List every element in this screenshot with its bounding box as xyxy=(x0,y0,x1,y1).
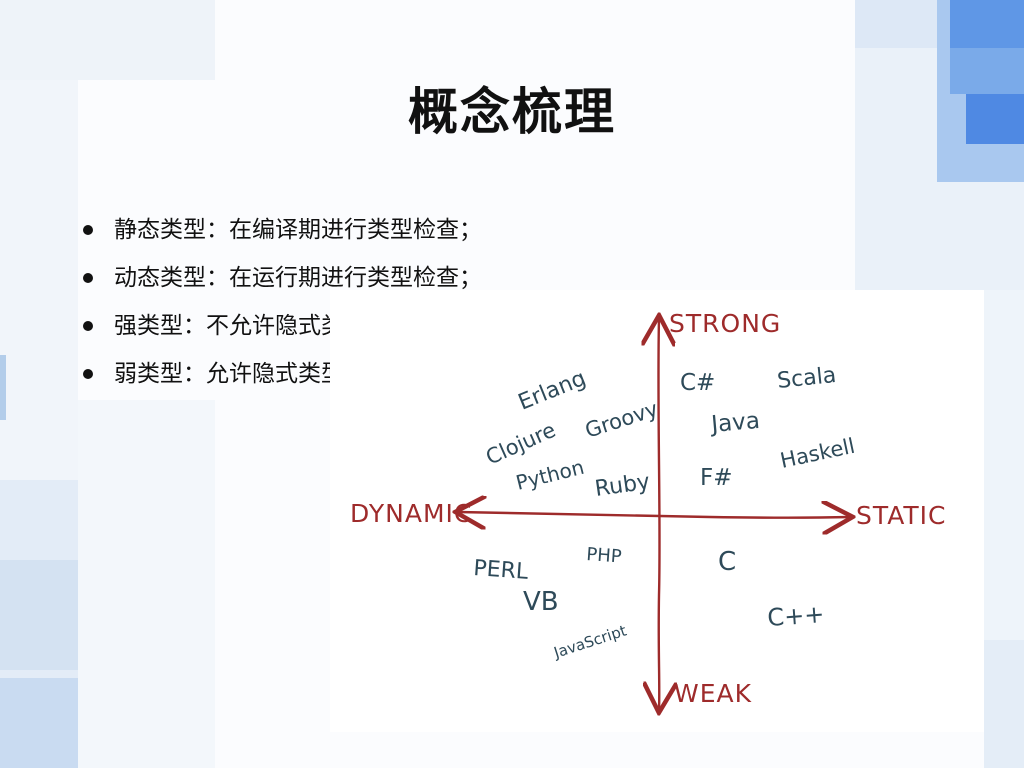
background-tile xyxy=(0,0,215,80)
language-erlang: Erlang xyxy=(515,366,590,416)
background-tile xyxy=(0,560,78,670)
axis-label-dynamic: DYNAMIC xyxy=(350,499,472,528)
background-tile xyxy=(950,48,1024,94)
axis-label-strong: STRONG xyxy=(669,309,781,338)
language-c: C xyxy=(718,547,736,577)
bullet-static-typing: 静态类型：在编译期进行类型检查； xyxy=(80,210,482,258)
bullet-dynamic-typing: 动态类型：在运行期进行类型检查； xyxy=(80,258,482,306)
language-vb: VB xyxy=(523,587,559,617)
type-system-diagram: STRONG WEAK DYNAMIC STATIC Erlang Clojur… xyxy=(330,290,984,732)
language-php: PHP xyxy=(586,544,623,567)
vertical-axis xyxy=(658,318,659,710)
background-tile xyxy=(0,355,6,420)
background-tile xyxy=(0,678,78,768)
language-cpp: C++ xyxy=(766,600,825,632)
background-tile xyxy=(984,640,1024,768)
language-clojure: Clojure xyxy=(482,418,559,470)
language-groovy: Groovy xyxy=(582,397,661,443)
language-ruby: Ruby xyxy=(593,469,651,501)
language-java: Java xyxy=(708,408,761,438)
axis-label-static: STATIC xyxy=(856,501,946,530)
language-csharp: C# xyxy=(680,370,715,396)
language-javascript: JavaScript xyxy=(551,621,629,662)
background-tile xyxy=(855,0,950,48)
language-scala: Scala xyxy=(776,363,837,394)
axis-label-weak: WEAK xyxy=(674,679,752,708)
slide-title: 概念梳理 xyxy=(408,83,616,141)
language-python: Python xyxy=(513,455,586,495)
background-tile xyxy=(950,0,1024,48)
language-perl: PERL xyxy=(473,556,530,585)
background-tile xyxy=(78,400,215,768)
horizontal-axis xyxy=(458,512,850,518)
language-haskell: Haskell xyxy=(778,434,857,473)
background-tile xyxy=(966,94,1024,144)
language-fsharp: F# xyxy=(700,465,733,491)
diagram-canvas: STRONG WEAK DYNAMIC STATIC Erlang Clojur… xyxy=(350,309,946,732)
